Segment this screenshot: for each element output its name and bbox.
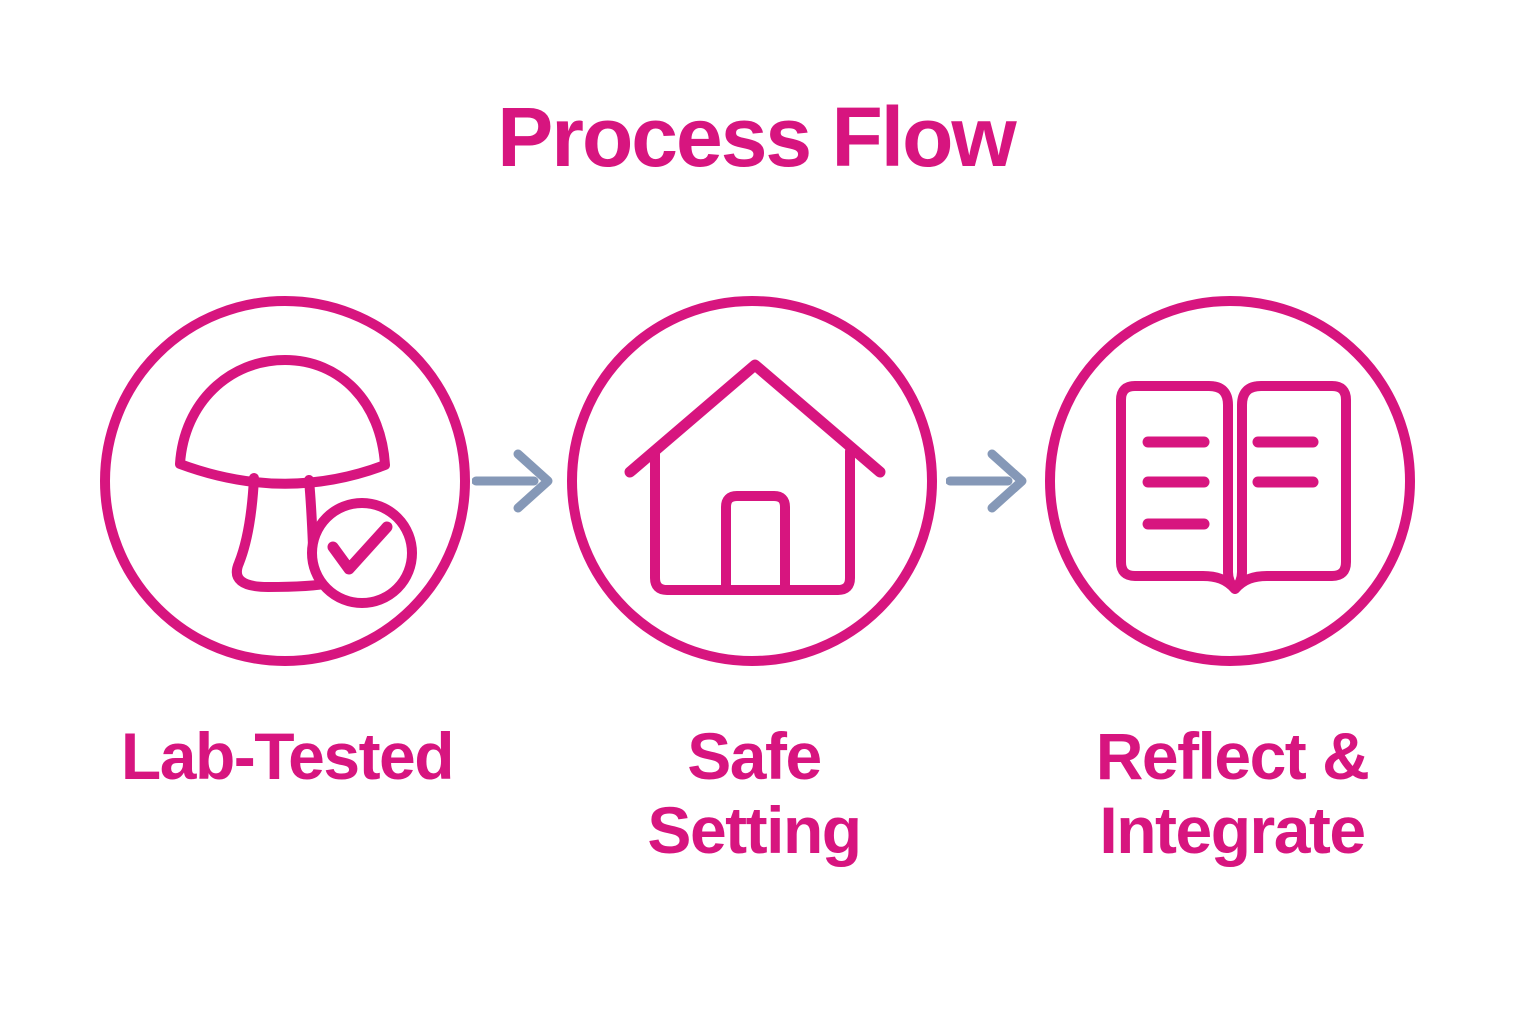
house-roof xyxy=(624,359,886,478)
book-text-lines xyxy=(1142,436,1319,530)
mushroom-stem-left xyxy=(231,473,336,592)
step-label-safe-setting: Safe Setting xyxy=(647,719,862,867)
mushroom-check-icon xyxy=(175,355,417,608)
step-circle-lab-tested xyxy=(100,296,470,666)
open-book-icon xyxy=(1116,381,1351,594)
page-title: Process Flow xyxy=(497,90,1017,184)
step-label-lab-tested: Lab-Tested xyxy=(120,719,455,793)
step-circle-reflect-integrate xyxy=(1045,296,1415,666)
mushroom-cap xyxy=(175,355,390,489)
step-label-reflect-integrate: Reflect & Integrate xyxy=(1095,719,1370,867)
book-left-page xyxy=(1116,381,1240,594)
arrow-head xyxy=(987,449,1027,513)
house-body xyxy=(650,446,855,595)
house-door xyxy=(721,491,790,595)
arrow-head xyxy=(513,449,553,513)
right-arrow-icon xyxy=(946,449,1027,513)
step-circle-safe-setting xyxy=(567,296,937,666)
house-icon xyxy=(624,359,886,595)
book-right-page xyxy=(1230,381,1351,594)
check-mark xyxy=(327,521,393,575)
right-arrow-icon xyxy=(472,449,553,513)
